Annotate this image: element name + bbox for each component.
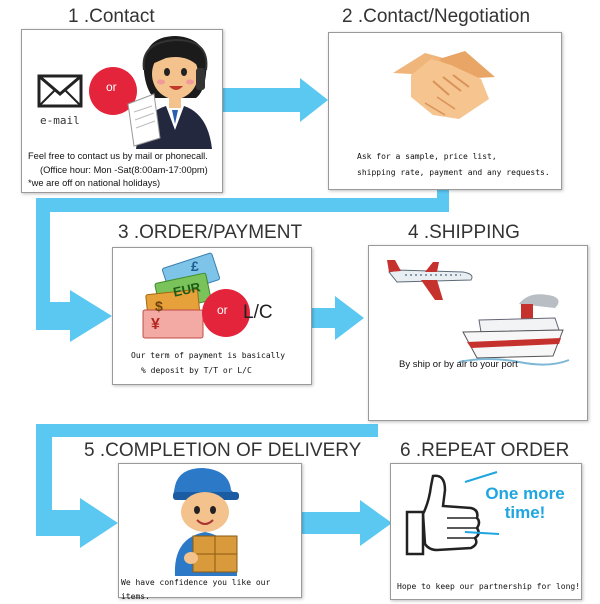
airplane-icon — [387, 260, 473, 300]
arrow-1-to-2 — [222, 78, 328, 122]
step-6-caption: Hope to keep our partnership for long! — [397, 580, 581, 594]
lc-label: L/C — [243, 302, 273, 323]
step-3-caption-line-2: % deposit by T/T or L/C — [141, 366, 252, 375]
operator-woman-icon — [127, 36, 212, 149]
step-2-caption: Ask for a sample, price list, shipping r… — [357, 149, 557, 181]
promo-line-2: time! — [504, 503, 546, 522]
step-1-caption-line-2: (Office hour: Mon -Sat(8:00am-17:00pm) — [40, 164, 208, 175]
step-1-title: 1 .Contact — [68, 6, 155, 27]
step-1-caption: Feel free to contact us by mail or phone… — [28, 150, 220, 191]
step-2-caption-line-2: shipping rate, payment and any requests. — [357, 168, 550, 177]
step-4-card: By ship or by air to your port — [368, 245, 588, 421]
envelope-icon — [37, 74, 83, 108]
step-1-caption-line-1: Feel free to contact us by mail or phone… — [28, 151, 208, 161]
step-4-caption: By ship or by air to your port — [399, 358, 579, 372]
yen-symbol: ¥ — [151, 316, 160, 333]
step-4-caption-line-1: By ship or by air to your port — [399, 359, 518, 370]
step-1-caption-line-3: *we are off on national holidays) — [28, 178, 161, 188]
step-2-caption-line-1: Ask for a sample, price list, — [357, 152, 497, 161]
email-label: e-mail — [40, 114, 80, 127]
arrow-5-to-6 — [300, 500, 392, 546]
step-5-title: 5 .COMPLETION OF DELIVERY — [84, 440, 362, 461]
step-6-caption-line-1: Hope to keep our partnership for long! — [397, 582, 581, 591]
handshake-icon — [393, 51, 495, 119]
step-4-title: 4 .SHIPPING — [408, 222, 520, 243]
or-label: or — [217, 303, 228, 317]
or-circle-icon — [89, 67, 137, 115]
arrow-3-to-4 — [312, 296, 364, 340]
arrow-2-to-3 — [36, 190, 449, 342]
or-label: or — [106, 80, 117, 94]
promo-text: One more time! — [479, 484, 571, 522]
step-6-card: One more time! Hope to keep our partners… — [390, 463, 582, 600]
thumbs-up-icon — [405, 474, 481, 556]
step-1-card: e-mail or Feel free to contact us by mai… — [21, 29, 223, 193]
delivery-man-icon — [173, 468, 239, 576]
sparkle-lines-icon — [464, 471, 500, 535]
step-5-caption-line-1: We have confidence you like our items. — [121, 578, 271, 601]
step-3-title: 3 .ORDER/PAYMENT — [118, 222, 303, 243]
step-3-card: £ EUR $ ¥ or L/C Our term of payment is … — [112, 247, 312, 385]
dollar-symbol: $ — [155, 298, 163, 314]
step-5-card: We have confidence you like our items. — [118, 463, 302, 601]
step-6-title: 6 .REPEAT ORDER — [400, 440, 570, 461]
or-circle-icon — [202, 289, 250, 337]
step-3-caption: Our term of payment is basically % depos… — [131, 348, 309, 378]
step-2-card: Ask for a sample, price list, shipping r… — [328, 32, 562, 190]
banknotes-icon — [142, 252, 221, 339]
step-2-title: 2 .Contact/Negotiation — [342, 6, 531, 27]
step-3-caption-line-1: Our term of payment is basically — [131, 351, 286, 360]
ship-icon — [458, 294, 570, 366]
promo-line-1: One more — [485, 484, 565, 503]
pound-symbol: £ — [191, 258, 199, 274]
step-5-caption: We have confidence you like our items. — [121, 576, 303, 604]
arrow-4-to-5 — [36, 424, 378, 548]
